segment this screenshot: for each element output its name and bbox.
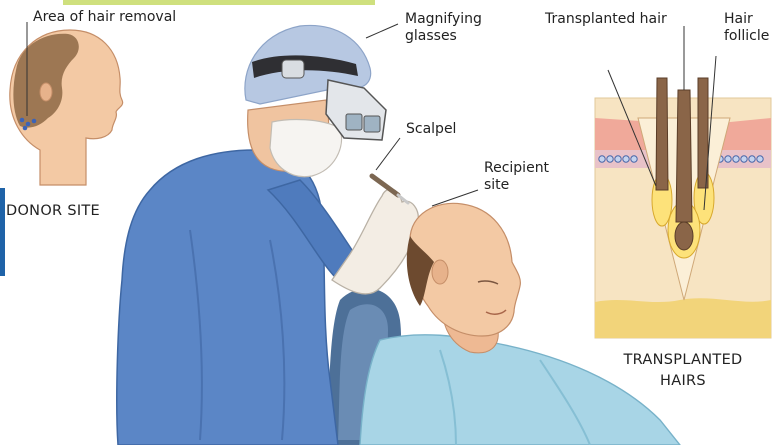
inset-fat-layer bbox=[595, 298, 771, 338]
loupe-lens-left bbox=[346, 114, 362, 130]
scalpel-label: Scalpel bbox=[406, 121, 476, 138]
donor-dot bbox=[23, 126, 28, 131]
cell bbox=[733, 156, 739, 162]
donor-ear bbox=[40, 83, 52, 101]
cell bbox=[757, 156, 763, 162]
hair-shaft bbox=[676, 90, 692, 222]
cell bbox=[607, 156, 613, 162]
recipient-site-label: Recipient site bbox=[484, 160, 562, 194]
hair-inset bbox=[595, 26, 771, 338]
donor-area-label: Area of hair removal bbox=[33, 9, 233, 26]
cell bbox=[749, 156, 755, 162]
donor-dot bbox=[32, 119, 37, 124]
donor-head-figure bbox=[10, 22, 123, 185]
cell bbox=[631, 156, 637, 162]
magnifying-glasses-label: Magnifying glasses bbox=[405, 11, 497, 45]
loupe-mount bbox=[282, 60, 304, 78]
surgeon-mask bbox=[270, 120, 342, 177]
transplanted-hairs-caption-line2: HAIRS bbox=[598, 371, 768, 392]
hair-follicle-label: Hair follicle bbox=[724, 11, 774, 45]
cell bbox=[623, 156, 629, 162]
patient-ear bbox=[432, 260, 448, 284]
transplanted-hairs-caption-line1: TRANSPLANTED bbox=[598, 350, 768, 371]
donor-site-caption: DONOR SITE bbox=[6, 201, 124, 222]
cell bbox=[725, 156, 731, 162]
cell bbox=[615, 156, 621, 162]
scalpel-leader bbox=[376, 138, 400, 170]
cell bbox=[741, 156, 747, 162]
donor-dot bbox=[20, 118, 25, 123]
magnifying-leader bbox=[366, 24, 398, 38]
cell bbox=[599, 156, 605, 162]
transplanted-hair-label: Transplanted hair bbox=[545, 11, 685, 28]
hair-root bbox=[675, 222, 693, 250]
hair-shaft bbox=[656, 78, 668, 190]
donor-dot bbox=[26, 122, 31, 127]
loupe-lens-right bbox=[364, 116, 380, 132]
